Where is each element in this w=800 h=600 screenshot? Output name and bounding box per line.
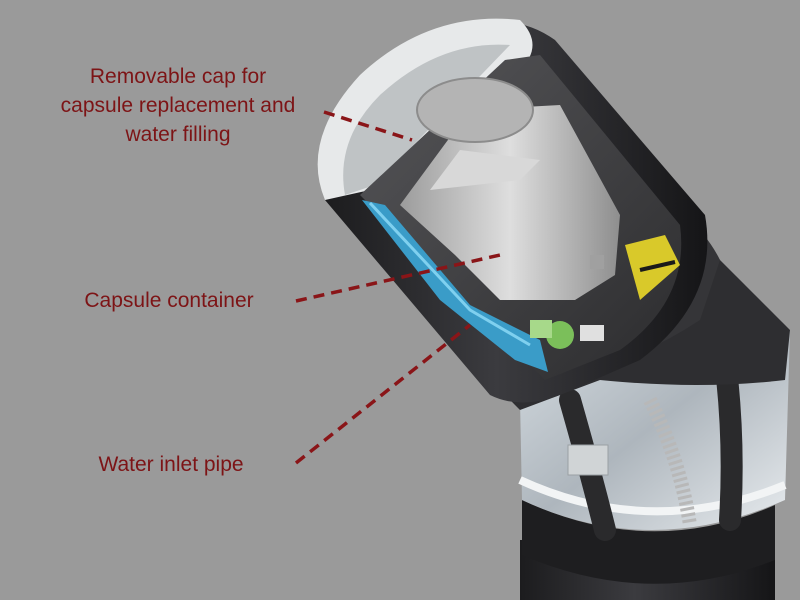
label-removable-cap-line-1: Removable cap for <box>89 65 267 88</box>
capsule-container <box>400 105 620 300</box>
label-capsule-container: Capsule container <box>84 289 254 312</box>
label-removable-cap-line-3: water filling <box>125 123 231 146</box>
label-water-inlet-pipe: Water inlet pipe <box>98 453 244 476</box>
leader-line-inlet <box>294 323 472 465</box>
leader-line-cap <box>323 110 413 142</box>
lower-pipe <box>520 500 775 600</box>
cutaway-interior <box>360 55 682 380</box>
label-removable-cap-line-2: capsule replacement and <box>60 94 296 117</box>
leader-lines <box>294 110 501 465</box>
label-removable-cap: Removable cap for capsule replacement an… <box>28 62 328 149</box>
